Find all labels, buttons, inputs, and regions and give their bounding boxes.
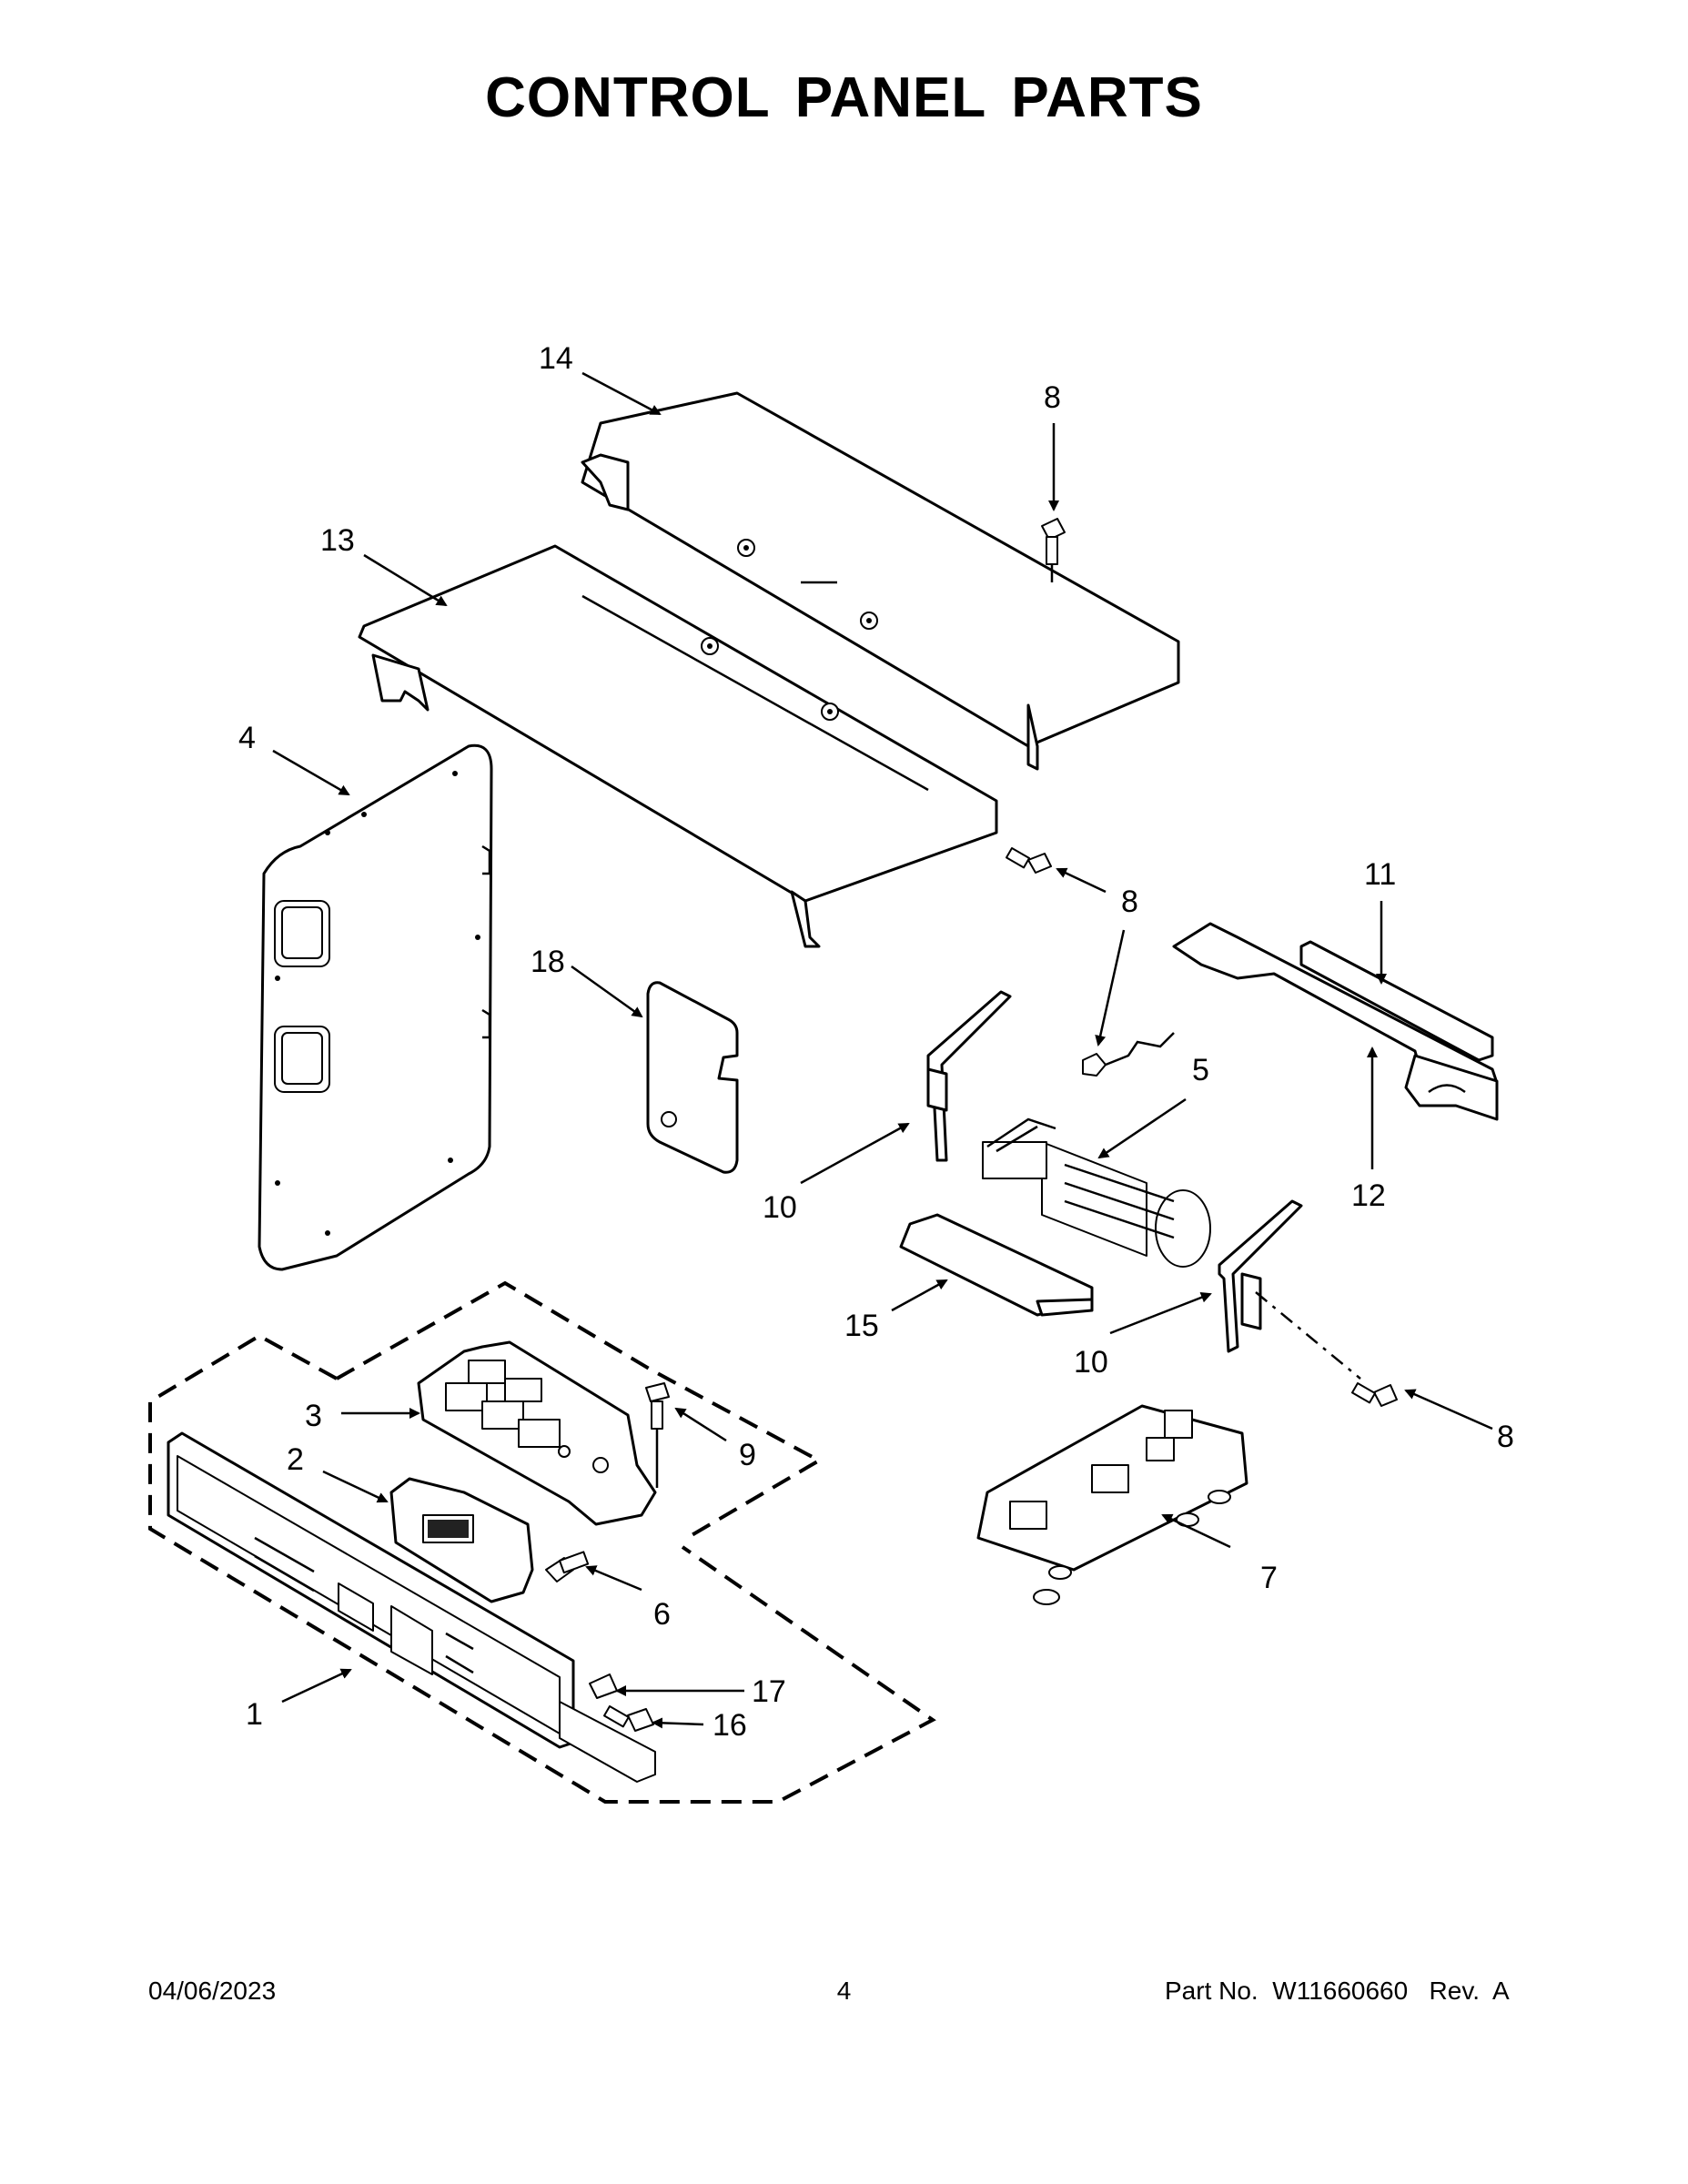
screw-8-bracket (1082, 1032, 1175, 1077)
callout-8-lower: 8 (1497, 1420, 1514, 1454)
screw-8-middle (1006, 846, 1052, 874)
screw-8-lower (1351, 1382, 1398, 1407)
leader-arrows (272, 371, 1493, 1729)
callout-labels: 14 8 13 4 8 11 18 5 10 12 15 10 8 7 3 9 … (238, 341, 1514, 1743)
callout-18: 18 (531, 945, 565, 979)
callout-15: 15 (844, 1309, 879, 1343)
footer-part-number: W11660660 (1272, 1977, 1409, 2005)
part-13-lower-cover (358, 544, 998, 948)
part-11-bar-strip (1299, 940, 1494, 1062)
part-4-side-panel (258, 743, 493, 1271)
callout-13: 13 (320, 523, 355, 558)
part-15-angled-plate (899, 1213, 1094, 1317)
part-12-bracket (1172, 922, 1499, 1121)
callout-17: 17 (752, 1674, 786, 1709)
part-10-right-bracket (1218, 1199, 1303, 1353)
callout-9: 9 (739, 1438, 756, 1472)
footer-page-number: 4 (836, 1977, 852, 2005)
part-10-left-bracket (926, 990, 1012, 1162)
assembly-boundary-upper (336, 1280, 824, 1540)
screw-9 (645, 1382, 670, 1488)
part-7-power-board (976, 1404, 1248, 1605)
part-5-blower-fan (982, 1117, 1211, 1268)
callout-7: 7 (1260, 1561, 1278, 1595)
footer-date: 04/06/2023 (148, 1977, 277, 2005)
callout-11: 11 (1364, 857, 1396, 892)
callout-8-middle: 8 (1121, 885, 1138, 919)
part-18-cover-plate (646, 981, 739, 1174)
footer-part-label: Part No. (1165, 1977, 1258, 2005)
callout-5: 5 (1192, 1053, 1209, 1087)
part-2-display-board (389, 1477, 534, 1603)
screw-8-top (1041, 518, 1066, 582)
callout-1: 1 (246, 1697, 263, 1732)
callout-2: 2 (287, 1442, 304, 1477)
screw-6 (545, 1551, 590, 1582)
callout-12: 12 (1351, 1178, 1386, 1213)
callout-3: 3 (305, 1399, 322, 1433)
callout-6: 6 (653, 1597, 671, 1632)
part-14-upper-cover (581, 391, 1180, 771)
screw-16 (602, 1705, 654, 1732)
callout-4: 4 (238, 721, 256, 755)
callout-8-top: 8 (1044, 380, 1061, 415)
callout-16: 16 (713, 1708, 747, 1743)
part-1-control-panel-front (167, 1431, 656, 1783)
footer-part-info: Part No. W11660660 Rev. A (1165, 1977, 1510, 2006)
callout-14: 14 (539, 341, 573, 376)
callout-10-left: 10 (763, 1190, 797, 1225)
callout-10-right: 10 (1074, 1345, 1108, 1380)
page-title: CONTROL PANEL PARTS (485, 66, 1203, 129)
footer-revision: Rev. A (1429, 1977, 1510, 2005)
assembly-boundary-lower (148, 1333, 936, 1804)
screw-8-alignment-line (1255, 1291, 1361, 1380)
part-3-control-board (417, 1340, 657, 1526)
